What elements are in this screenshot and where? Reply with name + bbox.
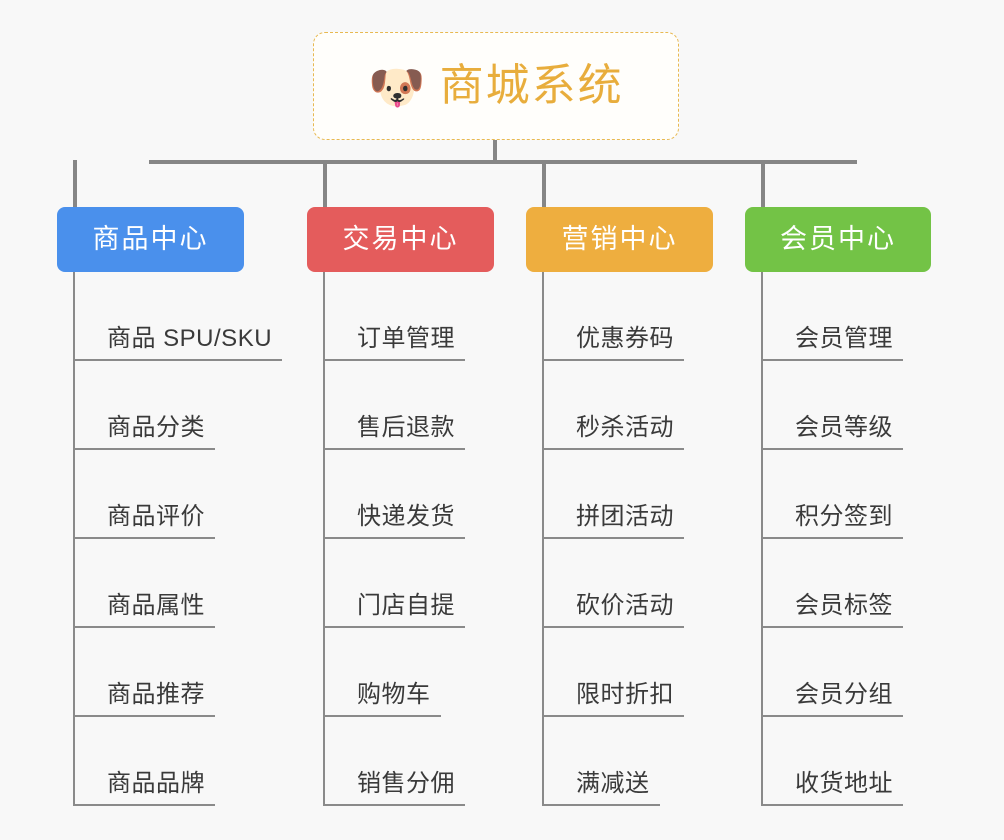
leaf-item-underline: 会员标签	[761, 592, 903, 628]
branch-header-label: 商品中心	[92, 224, 209, 254]
leaf-item-label: 收货地址	[795, 770, 893, 798]
branch-spine-2	[323, 272, 325, 806]
leaf-item-label: 会员标签	[795, 592, 893, 620]
root-title: 商城系统	[439, 61, 624, 110]
connector-drop-4	[761, 160, 765, 209]
leaf-item[interactable]: 积分签到	[761, 450, 903, 539]
leaf-item-underline: 积分签到	[761, 503, 903, 539]
leaf-item-label: 商品推荐	[107, 681, 205, 709]
leaf-item-label: 会员分组	[795, 681, 893, 709]
leaf-item[interactable]: 秒杀活动	[542, 361, 684, 450]
leaf-item[interactable]: 销售分佣	[323, 717, 465, 806]
leaf-item-underline: 砍价活动	[542, 592, 684, 628]
leaf-item-label: 优惠券码	[576, 325, 674, 353]
branch-header-label: 会员中心	[780, 224, 896, 254]
leaf-item[interactable]: 商品推荐	[73, 628, 215, 717]
leaf-item-underline: 售后退款	[323, 414, 465, 450]
leaf-item[interactable]: 会员分组	[761, 628, 903, 717]
leaf-item[interactable]: 会员等级	[761, 361, 903, 450]
connector-drop-2	[323, 160, 327, 209]
leaf-item-label: 秒杀活动	[576, 414, 674, 442]
leaf-item[interactable]: 收货地址	[761, 717, 903, 806]
leaf-item[interactable]: 门店自提	[323, 539, 465, 628]
leaf-item-label: 拼团活动	[576, 503, 674, 531]
leaf-item-underline: 销售分佣	[323, 770, 465, 806]
leaf-item-label: 商品品牌	[107, 770, 205, 798]
leaf-item[interactable]: 订单管理	[323, 272, 465, 361]
leaf-item-underline: 拼团活动	[542, 503, 684, 539]
branch-header-3[interactable]: 营销中心	[526, 207, 713, 272]
leaf-item-label: 商品属性	[107, 592, 205, 620]
branch-header-label: 交易中心	[342, 224, 459, 254]
leaf-item[interactable]: 限时折扣	[542, 628, 684, 717]
leaf-item-underline: 商品属性	[73, 592, 215, 628]
leaf-item-underline: 限时折扣	[542, 681, 684, 717]
leaf-item-underline: 商品评价	[73, 503, 215, 539]
leaf-item-label: 限时折扣	[576, 681, 674, 709]
connector-drop-1	[73, 160, 77, 209]
leaf-item-underline: 商品分类	[73, 414, 215, 450]
leaf-item-label: 满减送	[576, 770, 650, 798]
leaf-item-label: 门店自提	[357, 592, 455, 620]
leaf-item-label: 商品 SPU/SKU	[107, 325, 273, 353]
leaf-item[interactable]: 砍价活动	[542, 539, 684, 628]
leaf-item-underline: 优惠券码	[542, 325, 684, 361]
leaf-item-label: 砍价活动	[576, 592, 674, 620]
branch-header-1[interactable]: 商品中心	[57, 207, 244, 272]
leaf-item-label: 会员管理	[795, 325, 893, 353]
leaf-item[interactable]: 购物车	[323, 628, 441, 717]
leaf-item-label: 会员等级	[795, 414, 893, 442]
leaf-item[interactable]: 商品品牌	[73, 717, 215, 806]
leaf-item-label: 快递发货	[357, 503, 455, 531]
leaf-item[interactable]: 拼团活动	[542, 450, 684, 539]
leaf-item-underline: 门店自提	[323, 592, 465, 628]
leaf-item-underline: 购物车	[323, 681, 441, 717]
leaf-item[interactable]: 会员管理	[761, 272, 903, 361]
leaf-item-underline: 收货地址	[761, 770, 903, 806]
leaf-item-label: 销售分佣	[357, 770, 455, 798]
leaf-item-label: 商品分类	[107, 414, 205, 442]
connector-root-stem	[493, 140, 497, 164]
leaf-item[interactable]: 商品属性	[73, 539, 215, 628]
branch-spine-1	[73, 272, 75, 806]
branch-spine-3	[542, 272, 544, 806]
leaf-item-label: 购物车	[357, 681, 431, 709]
leaf-item[interactable]: 会员标签	[761, 539, 903, 628]
connector-horizontal-bus	[149, 160, 857, 164]
leaf-item[interactable]: 商品 SPU/SKU	[73, 272, 283, 361]
leaf-item-underline: 满减送	[542, 770, 660, 806]
branch-header-2[interactable]: 交易中心	[307, 207, 494, 272]
leaf-item-underline: 会员管理	[761, 325, 903, 361]
leaf-item-underline: 秒杀活动	[542, 414, 684, 450]
leaf-item-underline: 商品 SPU/SKU	[73, 325, 283, 361]
leaf-item-label: 订单管理	[357, 325, 455, 353]
leaf-item-underline: 会员分组	[761, 681, 903, 717]
leaf-item[interactable]: 快递发货	[323, 450, 465, 539]
branch-header-label: 营销中心	[561, 224, 678, 254]
leaf-item-underline: 商品推荐	[73, 681, 215, 717]
root-node[interactable]: 🐶 商城系统	[313, 32, 679, 140]
branch-header-4[interactable]: 会员中心	[745, 207, 931, 272]
leaf-item[interactable]: 优惠券码	[542, 272, 684, 361]
leaf-item-underline: 商品品牌	[73, 770, 215, 806]
leaf-item[interactable]: 售后退款	[323, 361, 465, 450]
leaf-item[interactable]: 商品评价	[73, 450, 215, 539]
leaf-item[interactable]: 满减送	[542, 717, 660, 806]
leaf-item-label: 积分签到	[795, 503, 893, 531]
leaf-item-label: 商品评价	[107, 503, 205, 531]
leaf-item-underline: 订单管理	[323, 325, 465, 361]
branch-spine-4	[761, 272, 763, 806]
leaf-item-underline: 会员等级	[761, 414, 903, 450]
leaf-item[interactable]: 商品分类	[73, 361, 215, 450]
leaf-item-underline: 快递发货	[323, 503, 465, 539]
leaf-item-label: 售后退款	[357, 414, 455, 442]
connector-drop-3	[542, 160, 546, 209]
shiba-dog-face-icon: 🐶	[368, 61, 426, 113]
